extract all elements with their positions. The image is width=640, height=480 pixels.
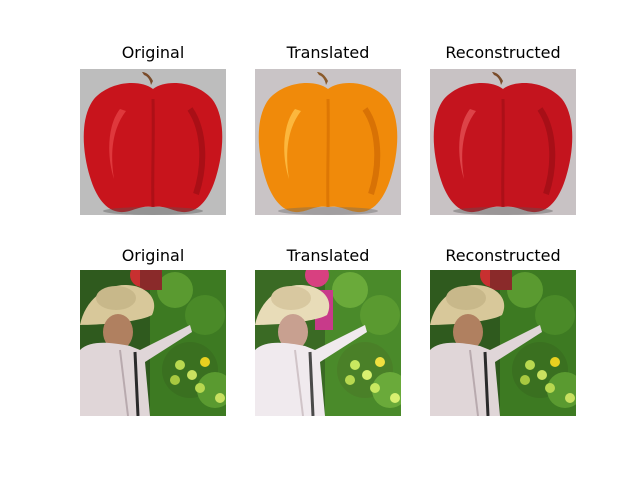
panel-title-reconstructed: Reconstructed [445,43,561,62]
panel-title-translated: Translated [286,43,370,62]
farmer-reconstructed-image [430,270,576,416]
panel-title-reconstructed: Reconstructed [445,246,561,265]
apple-original-image [80,69,226,215]
panel-title-translated: Translated [286,246,370,265]
panel-title-original: Original [121,43,185,62]
farmer-original-image [80,270,226,416]
farmer-translated-image [255,270,401,416]
apple-translated-image [255,69,401,215]
apple-reconstructed-image [430,69,576,215]
panel-title-original: Original [121,246,185,265]
